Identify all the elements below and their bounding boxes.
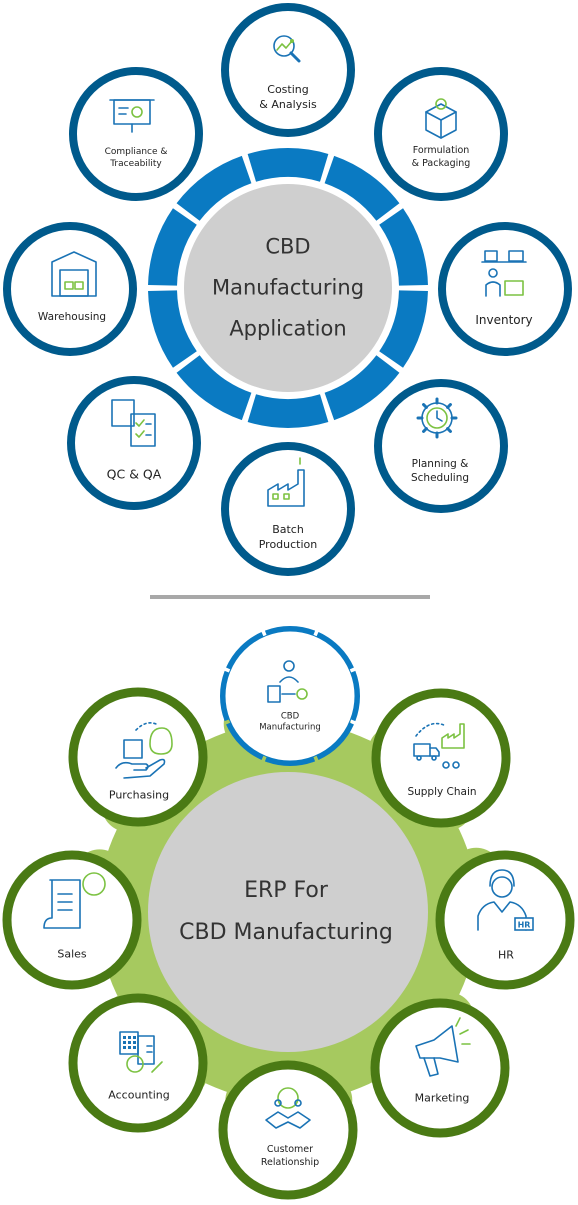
package-box-icon	[425, 98, 457, 139]
node-label-warehousing: Warehousing	[37, 310, 107, 323]
ring-segment	[379, 208, 428, 286]
ring-segment	[247, 148, 329, 182]
node-label-inventory: Inventory	[475, 312, 533, 327]
node-circle-supply	[371, 688, 511, 828]
node-label-formulation: Formulation & Packaging	[411, 145, 471, 169]
megaphone-icon	[415, 1017, 471, 1077]
node-label-sales: Sales	[57, 947, 87, 961]
node-label-accounting: Accounting	[108, 1088, 170, 1102]
ring-segment	[148, 208, 197, 286]
node-label-purchasing: Purchasing	[108, 788, 170, 802]
hand-money-bag-icon	[115, 722, 173, 779]
cbd-application-diagram	[148, 148, 428, 428]
erp-center-circle	[148, 772, 428, 1052]
clipboard-checklist-icon	[111, 399, 156, 447]
node-label-marketing: Marketing	[414, 1091, 470, 1105]
manager-document-gear-icon	[267, 660, 308, 703]
center-circle	[184, 184, 392, 392]
ring-segment	[324, 355, 400, 421]
ring-segment	[176, 355, 252, 421]
inventory-shelves-icon	[481, 250, 527, 297]
node-circle-qcqa	[67, 376, 201, 510]
node-circle-costing	[221, 3, 355, 137]
node-circle-planning	[374, 379, 508, 513]
node-label-cbd-manufacturing: CBD Manufacturing	[259, 711, 321, 732]
node-label-batch: Batch Production	[258, 523, 318, 551]
node-label-qcqa: QC & QA	[106, 466, 162, 482]
node-circle-cbd-manufacturing	[224, 630, 356, 762]
ring-segment	[247, 394, 329, 428]
ring-segment	[379, 290, 428, 368]
erp-title: ERP For CBD Manufacturing	[179, 878, 393, 945]
handshake-people-icon	[265, 1087, 311, 1129]
node-circle-sales	[2, 850, 142, 990]
node-circle-hr	[435, 850, 575, 990]
node-circle-compliance	[69, 67, 203, 201]
node-circle-crm	[218, 1060, 358, 1200]
node-label-hr: HR	[498, 948, 514, 962]
node-label-planning: Planning & Scheduling	[410, 457, 470, 484]
delivery-truck-factory-icon	[413, 722, 465, 769]
magnifier-chart-icon	[273, 35, 301, 63]
factory-icon	[267, 457, 305, 507]
ring-segment	[148, 290, 197, 368]
presentation-board-gear-icon	[109, 99, 155, 133]
node-label-costing: Costing & Analysis	[259, 83, 317, 111]
receipt-dollar-icon	[43, 872, 106, 929]
warehouse-icon	[51, 251, 97, 297]
ring-segment	[324, 155, 400, 221]
node-label-customer-relationship: Customer Relationship	[260, 1144, 320, 1168]
cbd-application-title: CBD Manufacturing Application	[211, 234, 365, 341]
employee-hr-badge-icon: HR	[477, 869, 534, 931]
node-circle-marketing	[370, 998, 510, 1138]
section-divider	[150, 595, 430, 599]
svg-text:HR: HR	[518, 921, 531, 930]
node-label-compliance: Compliance & Traceability	[104, 146, 168, 169]
clock-gear-icon	[416, 397, 458, 439]
ring-segment	[176, 155, 252, 221]
node-circle-batch	[221, 442, 355, 576]
node-label-supply-chain: Supply Chain	[407, 785, 477, 798]
calculator-invoice-icon	[119, 1031, 163, 1073]
node-circle-purchasing	[68, 687, 208, 827]
